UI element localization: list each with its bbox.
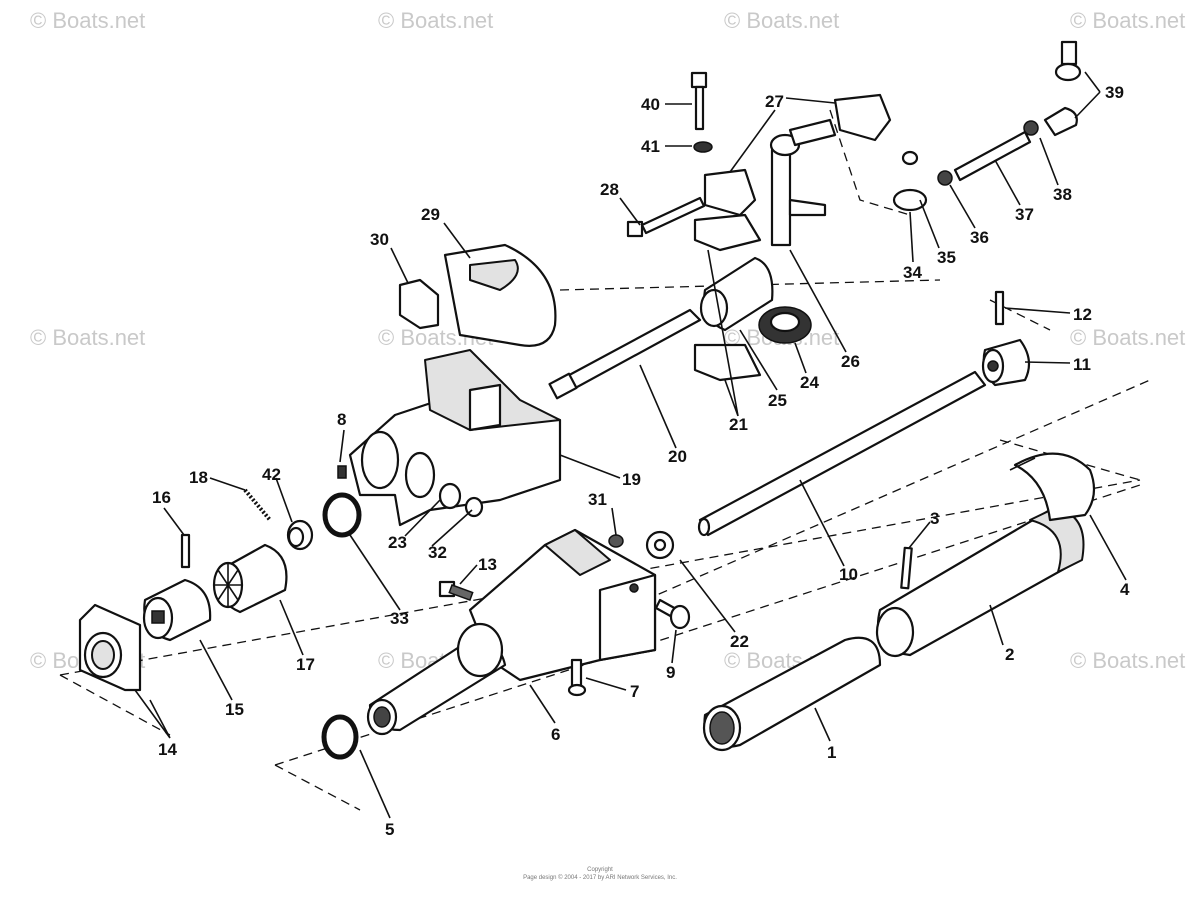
part-18-spring [243, 488, 272, 522]
footer-copyright: Copyright [587, 867, 613, 873]
watermark: © Boats.net [1070, 8, 1185, 33]
callout-7: 7 [630, 682, 639, 701]
callout-6: 6 [551, 725, 560, 744]
part-37-link-rod [953, 130, 1032, 182]
callout-17: 17 [296, 655, 315, 674]
callout-23: 23 [388, 533, 407, 552]
callout-29: 29 [421, 205, 440, 224]
callout-26: 26 [841, 352, 860, 371]
part-33-washer [322, 492, 362, 538]
part-7-screw [567, 658, 587, 697]
leader-lines [134, 71, 1127, 819]
callout-25: 25 [768, 391, 787, 410]
callout-34: 34 [903, 263, 922, 282]
part-30-clip [398, 278, 440, 330]
part-34-knob [892, 150, 928, 212]
callout-8: 8 [337, 410, 346, 429]
part-14-plate [78, 603, 142, 692]
part-6-housing [366, 528, 657, 736]
callout-11: 11 [1073, 355, 1091, 374]
callout-35: 35 [937, 248, 956, 267]
part-8-screw [337, 465, 347, 479]
callout-39: 39 [1105, 83, 1124, 102]
part-23-washer [438, 482, 462, 510]
callout-1: 1 [827, 743, 836, 762]
callout-12: 12 [1073, 305, 1092, 324]
callout-41: 41 [641, 137, 660, 156]
part-5-washer [321, 714, 359, 760]
footer-credit: Page design © 2004 - 2017 by ARI Network… [523, 875, 677, 881]
part-4-cap [1009, 452, 1096, 522]
part-38-nut [1023, 120, 1039, 136]
part-9-screw [654, 598, 691, 630]
part-20-rod [548, 308, 702, 400]
part-2-grip [875, 507, 1085, 658]
part-11-collar [981, 338, 1031, 387]
part-19-bracket [348, 349, 562, 527]
callout-4: 4 [1120, 580, 1130, 599]
part-13-bolt [438, 580, 474, 602]
callout-22: 22 [730, 632, 749, 651]
part-10-shaft [697, 370, 987, 537]
callout-30: 30 [370, 230, 389, 249]
callout-2: 2 [1005, 645, 1014, 664]
callout-15: 15 [225, 700, 244, 719]
part-21-clamp [693, 213, 762, 382]
part-22-nut [645, 530, 675, 560]
part-29-cover [443, 243, 557, 347]
part-24-bevel-gear [758, 306, 812, 344]
watermark: © Boats.net [724, 8, 839, 33]
part-16-pin [180, 533, 191, 569]
callout-13: 13 [478, 555, 497, 574]
callout-31: 31 [588, 490, 607, 509]
watermark: © Boats.net [1070, 648, 1185, 673]
callout-37: 37 [1015, 205, 1034, 224]
part-1-tube [702, 636, 882, 752]
callout-27: 27 [765, 92, 784, 111]
callout-18: 18 [189, 468, 208, 487]
callout-38: 38 [1053, 185, 1072, 204]
callout-24: 24 [800, 373, 819, 392]
watermark: © Boats.net [30, 325, 145, 350]
part-40-bolt [690, 71, 708, 131]
callout-10: 10 [839, 565, 858, 584]
callout-42: 42 [262, 465, 281, 484]
callout-16: 16 [152, 488, 171, 507]
callout-labels: 1 2 3 4 5 6 7 8 9 10 11 12 13 14 15 16 1… [152, 83, 1130, 839]
part-41-washer [693, 141, 713, 153]
part-31-screw [608, 534, 624, 548]
callout-5: 5 [385, 820, 394, 839]
callout-32: 32 [428, 543, 447, 562]
part-36-nut [937, 170, 953, 186]
part-28-bolt [626, 196, 706, 238]
callout-36: 36 [970, 228, 989, 247]
part-26-lever [769, 118, 837, 247]
assembly-guide-lines [59, 109, 1151, 811]
callout-40: 40 [641, 95, 660, 114]
part-15-socket [142, 578, 212, 642]
watermark: © Boats.net [30, 8, 145, 33]
watermark: © Boats.net [1070, 325, 1185, 350]
part-42-bushing [286, 519, 314, 551]
callout-20: 20 [668, 447, 687, 466]
part-39-ball-joint [1043, 40, 1082, 137]
callout-9: 9 [666, 663, 675, 682]
part-3-pin [900, 546, 913, 590]
callout-28: 28 [600, 180, 619, 199]
callout-3: 3 [930, 509, 939, 528]
callout-14: 14 [158, 740, 177, 759]
watermark: © Boats.net [378, 8, 493, 33]
part-27-clamp [703, 93, 892, 217]
callout-21: 21 [729, 415, 748, 434]
callout-19: 19 [622, 470, 641, 489]
part-12-pin [994, 290, 1005, 326]
part-17-gear [212, 543, 288, 614]
callout-33: 33 [390, 609, 409, 628]
